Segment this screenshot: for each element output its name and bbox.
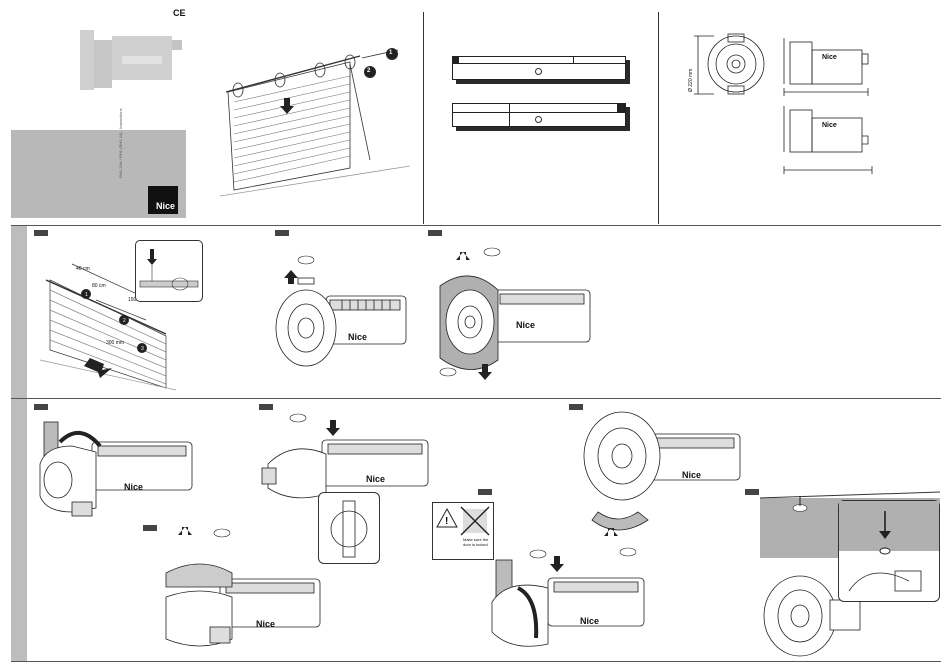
- diameter-label: Ø 220 mm: [688, 69, 694, 92]
- step-1-callout: 2: [123, 318, 126, 324]
- step-6-motor-drawing: Nice: [262, 412, 432, 504]
- motor-brand: Nice: [256, 619, 275, 629]
- row-divider: [11, 661, 941, 662]
- step-6-detail-inset: [318, 492, 380, 564]
- motor-side-dimension-2: Nice: [780, 102, 875, 174]
- motor-brand: Nice: [124, 482, 143, 492]
- step-9-marker: [745, 489, 759, 495]
- step-1-callout: 1: [85, 292, 88, 298]
- ce-mark: CE: [173, 8, 186, 18]
- warning-box: ! Make sure the door is locked: [432, 502, 494, 560]
- step-7-marker: [478, 489, 492, 495]
- brand-logo: Nice: [148, 186, 178, 214]
- cover-vertical-text: RH1-24H / RH1 (RH1-24) - Instructions: [118, 108, 123, 178]
- step-9-detail-inset: [838, 500, 940, 602]
- step-1-dim-label: 40 cm: [76, 266, 90, 272]
- step-1-marker: [34, 230, 48, 236]
- warning-text: Make sure the door is locked: [463, 537, 491, 547]
- row-sidebar: [11, 399, 27, 661]
- callout-2: 2: [367, 68, 370, 74]
- step-2-motor-drawing: Nice: [270, 240, 415, 375]
- divider: [423, 12, 424, 224]
- step-4-motor-drawing: Nice: [36, 412, 196, 532]
- motor-brand: Nice: [822, 122, 837, 129]
- step-1-callout: 3: [141, 346, 144, 352]
- row-divider: [11, 398, 941, 399]
- step-1-dim-label: 80 cm: [92, 283, 106, 289]
- motor-brand: Nice: [580, 616, 599, 626]
- step-2-marker: [275, 230, 289, 236]
- cover-product-photo: [72, 18, 192, 98]
- row-divider: [11, 225, 941, 226]
- flange-dimension-drawing: [688, 30, 776, 100]
- svg-text:!: !: [445, 516, 448, 527]
- step-6-marker: [259, 404, 273, 410]
- step-1-detail-inset: [135, 240, 203, 302]
- spec-table-1: [452, 56, 626, 80]
- motor-brand: Nice: [516, 320, 535, 330]
- callout-1: 1: [389, 50, 392, 56]
- step-1-dim-label: 300 mm: [106, 340, 124, 346]
- step-5-motor-drawing: Nice: [160, 515, 330, 655]
- motor-brand: Nice: [366, 474, 385, 484]
- motor-side-dimension-1: Nice: [780, 34, 875, 96]
- motor-brand: Nice: [348, 332, 367, 342]
- motor-brand: Nice: [682, 470, 701, 480]
- step-4-marker: [34, 404, 48, 410]
- step-3-marker: [428, 230, 442, 236]
- spec-table-2: [452, 103, 626, 127]
- step-3-motor-drawing: Nice: [430, 240, 600, 385]
- divider: [658, 12, 659, 224]
- step-8-motor-drawing: Nice: [578, 404, 743, 564]
- rolling-door-overview: [220, 40, 420, 210]
- step-7-motor-drawing: Nice: [488, 548, 648, 656]
- row-sidebar: [11, 226, 27, 398]
- motor-brand: Nice: [822, 54, 837, 61]
